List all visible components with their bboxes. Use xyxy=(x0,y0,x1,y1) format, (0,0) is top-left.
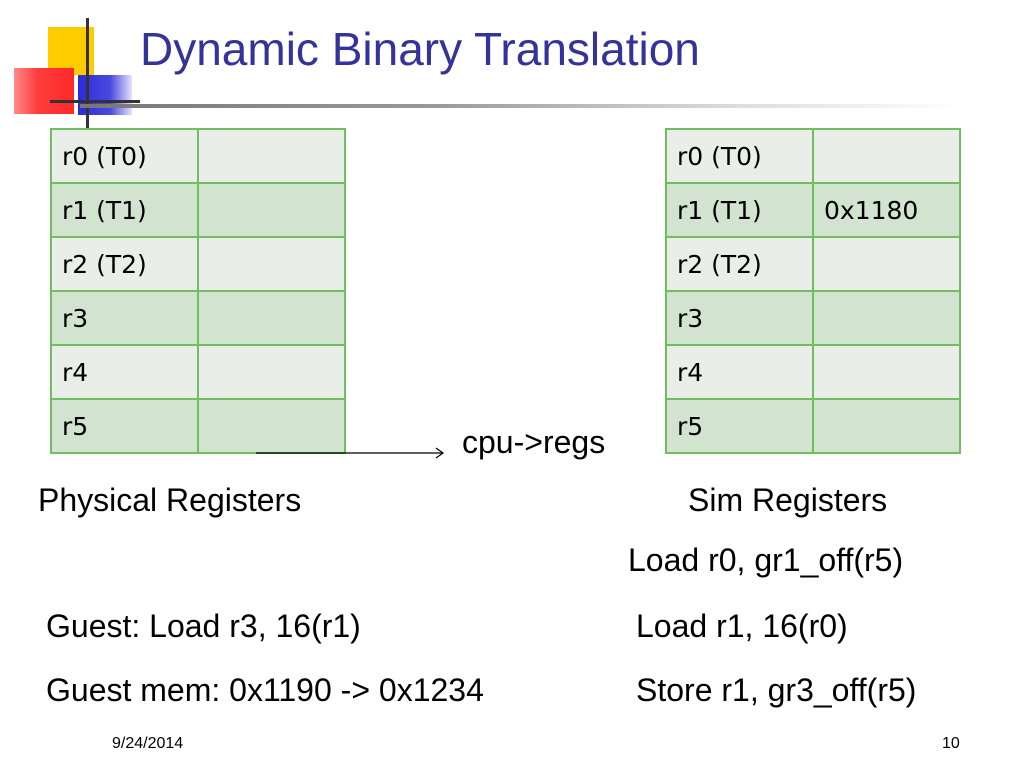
table-row: r1 (T1) 0x1180 xyxy=(665,182,961,238)
page-number: 10 xyxy=(942,735,960,752)
arrow-icon xyxy=(256,447,445,459)
table-row: r0 (T0) xyxy=(50,128,346,184)
translated-line-1: Load r0, gr1_off(r5) xyxy=(628,542,904,578)
table-row: r2 (T2) xyxy=(50,236,346,292)
table-row: r4 xyxy=(50,344,346,400)
logo-horizontal-line xyxy=(50,100,140,103)
register-name: r1 (T1) xyxy=(50,182,199,238)
logo-vertical-line xyxy=(86,18,89,128)
sim-registers-table: r0 (T0) r1 (T1) 0x1180 r2 (T2) r3 r4 r5 xyxy=(665,128,961,454)
register-value: 0x1180 xyxy=(812,182,961,238)
register-value xyxy=(197,236,346,292)
translated-line-2: Load r1, 16(r0) xyxy=(636,608,848,644)
register-name: r5 xyxy=(50,398,199,454)
register-name: r0 (T0) xyxy=(50,128,199,184)
table-row: r5 xyxy=(665,398,961,454)
table-row: r5 xyxy=(50,398,346,454)
table-row: r0 (T0) xyxy=(665,128,961,184)
table-row: r1 (T1) xyxy=(50,182,346,238)
table-row: r4 xyxy=(665,344,961,400)
guest-instruction: Guest: Load r3, 16(r1) xyxy=(46,608,361,644)
register-name: r3 xyxy=(50,290,199,346)
register-name: r4 xyxy=(50,344,199,400)
physical-registers-caption: Physical Registers xyxy=(38,482,302,518)
register-name: r2 (T2) xyxy=(665,236,814,292)
register-value xyxy=(812,398,961,454)
register-name: r0 (T0) xyxy=(665,128,814,184)
register-value xyxy=(197,182,346,238)
register-value xyxy=(812,128,961,184)
title-divider xyxy=(80,104,960,108)
register-value xyxy=(812,290,961,346)
footer-date: 9/24/2014 xyxy=(112,735,184,752)
sim-registers-caption: Sim Registers xyxy=(688,482,888,518)
logo-red-square xyxy=(14,68,74,114)
register-value xyxy=(197,290,346,346)
register-value xyxy=(197,344,346,400)
table-row: r3 xyxy=(665,290,961,346)
register-value xyxy=(812,344,961,400)
table-row: r2 (T2) xyxy=(665,236,961,292)
register-value xyxy=(812,236,961,292)
translated-line-3: Store r1, gr3_off(r5) xyxy=(636,672,917,708)
register-value xyxy=(197,398,346,454)
arrow-label: cpu->regs xyxy=(462,424,606,460)
register-name: r4 xyxy=(665,344,814,400)
physical-registers-table: r0 (T0) r1 (T1) r2 (T2) r3 r4 r5 xyxy=(50,128,346,454)
slide-logo xyxy=(0,0,140,135)
register-name: r3 xyxy=(665,290,814,346)
guest-memory: Guest mem: 0x1190 -> 0x1234 xyxy=(46,672,484,708)
slide-title: Dynamic Binary Translation xyxy=(140,23,700,75)
register-name: r5 xyxy=(665,398,814,454)
register-name: r2 (T2) xyxy=(50,236,199,292)
table-row: r3 xyxy=(50,290,346,346)
register-value xyxy=(197,128,346,184)
register-name: r1 (T1) xyxy=(665,182,814,238)
